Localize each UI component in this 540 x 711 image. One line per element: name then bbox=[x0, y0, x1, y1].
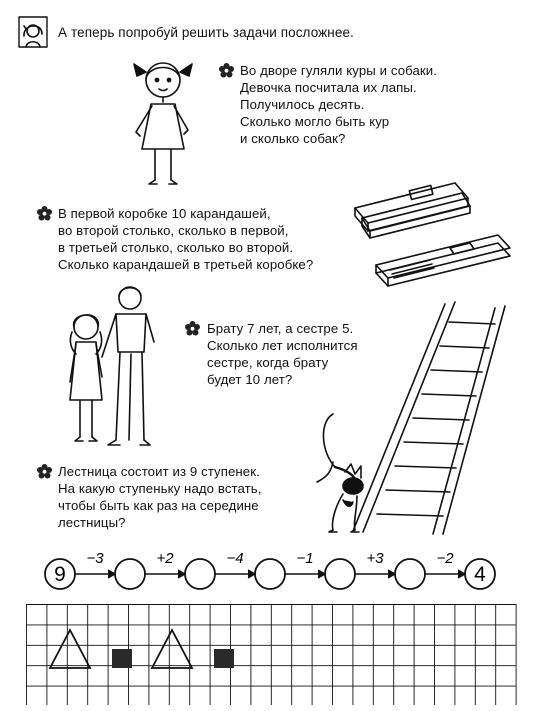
flower-bullet-icon bbox=[219, 63, 234, 78]
pencil-boxes-illustration bbox=[350, 178, 518, 288]
flower-bullet-icon bbox=[37, 206, 52, 221]
chain-end-circle: 4 bbox=[464, 558, 496, 590]
chain-blank-circle[interactable] bbox=[324, 558, 356, 590]
pattern-triangle bbox=[48, 628, 92, 669]
task-1-text: Во дворе гуляли куры и собаки. Девочка п… bbox=[240, 63, 438, 146]
children-illustration bbox=[58, 282, 173, 452]
chain-op-2: +2 bbox=[156, 550, 174, 567]
flower-bullet-icon bbox=[37, 464, 52, 479]
child-face-icon bbox=[18, 16, 48, 48]
pattern-square bbox=[214, 649, 234, 668]
chain-start-circle: 9 bbox=[44, 558, 76, 590]
pattern-grid[interactable] bbox=[26, 604, 526, 706]
chain-start-value: 9 bbox=[54, 563, 66, 586]
ladder-illustration bbox=[345, 296, 525, 538]
task-2-text: В первой коробке 10 карандашей, во второ… bbox=[58, 206, 314, 272]
cat-illustration bbox=[305, 412, 367, 534]
chain-blank-circle[interactable] bbox=[184, 558, 216, 590]
chain-op-1: −3 bbox=[86, 550, 104, 567]
chain-op-3: −4 bbox=[226, 550, 243, 567]
task-3-text: Брату 7 лет, а сестре 5. Сколько лет исп… bbox=[207, 321, 358, 387]
chain-blank-circle[interactable] bbox=[394, 558, 426, 590]
chain-blank-circle[interactable] bbox=[254, 558, 286, 590]
chain-op-6: −2 bbox=[436, 550, 454, 567]
chain-op-4: −1 bbox=[296, 550, 313, 567]
girl-illustration bbox=[118, 52, 208, 187]
number-chain: 9 4 −3 +2 −4 −1 +3 −2 bbox=[44, 550, 496, 590]
task-4-text: Лестница состоит из 9 ступенек. На какую… bbox=[58, 464, 262, 530]
page-instruction: А теперь попробуй решить задачи посложне… bbox=[58, 25, 354, 40]
flower-bullet-icon bbox=[185, 321, 200, 336]
pattern-square bbox=[112, 649, 132, 668]
chain-end-value: 4 bbox=[474, 563, 486, 586]
chain-blank-circle[interactable] bbox=[114, 558, 146, 590]
pattern-triangle bbox=[150, 628, 194, 669]
chain-op-5: +3 bbox=[366, 550, 384, 567]
